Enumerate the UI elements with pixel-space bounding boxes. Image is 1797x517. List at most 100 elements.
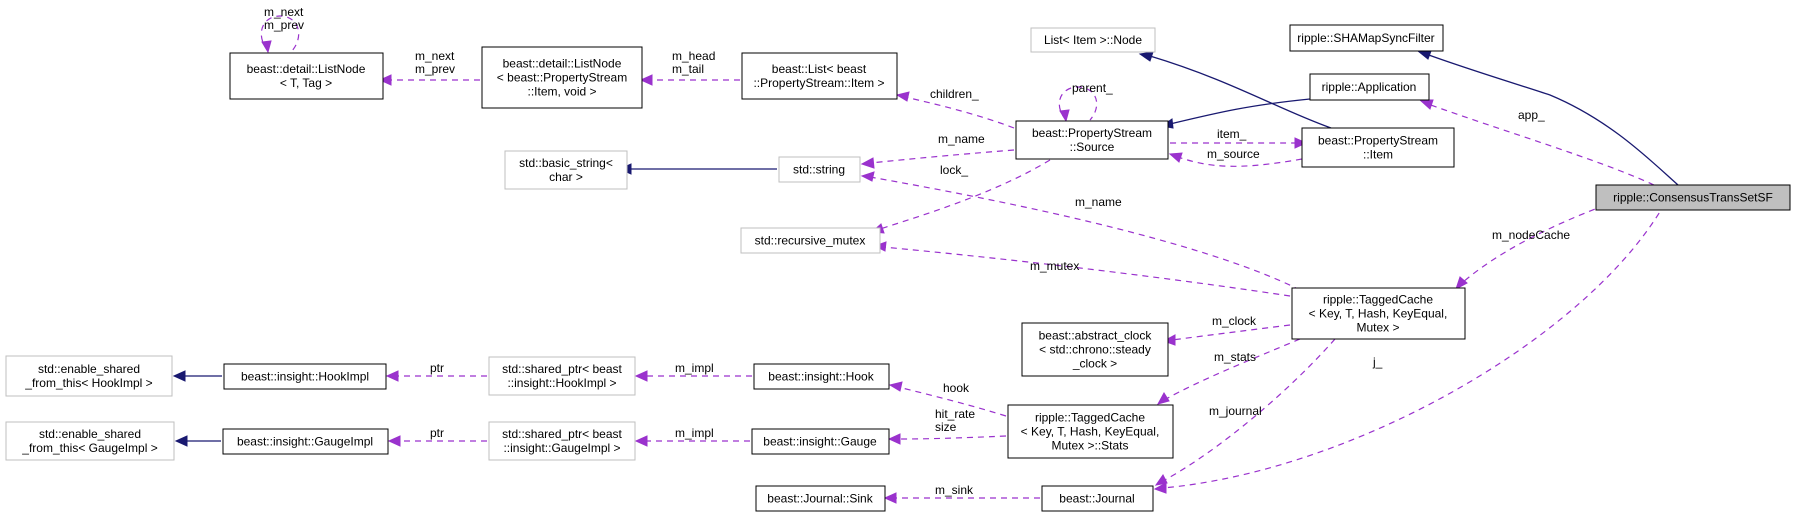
edge-label-hook-ptr: ptr	[430, 361, 444, 375]
text-line: j_	[1372, 355, 1383, 369]
edge-label-gauge-ptr: ptr	[430, 426, 444, 440]
text-line: ::PropertyStream::Item >	[753, 76, 884, 90]
node-list-node-t-tag[interactable]: beast::detail::ListNode< T, Tag >	[229, 52, 384, 100]
svg-text:std::basic_string<char >: std::basic_string<char >	[519, 156, 613, 184]
node-application[interactable]: ripple::Application	[1309, 73, 1430, 101]
node-shared-ptr-gauge[interactable]: std::shared_ptr< beast::insight::GaugeIm…	[488, 421, 636, 461]
text-line: ::Item	[1363, 148, 1393, 162]
svg-text:beast::detail::ListNode< T, Ta: beast::detail::ListNode< T, Tag >	[247, 62, 366, 90]
arrow-ps-name	[860, 157, 875, 169]
svg-text:beast::detail::ListNode< beast: beast::detail::ListNode< beast::Property…	[497, 57, 627, 99]
text-line: beast::Journal	[1059, 492, 1134, 506]
node-insight-hook[interactable]: beast::insight::Hook	[753, 363, 890, 390]
text-line: m_mutex	[1030, 259, 1079, 273]
edge-label-mutex: m_mutex	[1030, 259, 1079, 273]
node-hook-impl[interactable]: beast::insight::HookImpl	[223, 363, 387, 390]
text-line: Mutex >	[1356, 321, 1399, 335]
text-line: std::recursive_mutex	[755, 234, 866, 248]
svg-text:beast::insight::Gauge: beast::insight::Gauge	[763, 435, 877, 449]
edge-application-to-source	[1169, 98, 1311, 125]
arrow-journal-m	[1154, 474, 1168, 486]
edge-label-ps-name: m_name	[938, 132, 985, 146]
text-line: m_impl	[675, 426, 714, 440]
text-line: m_prev	[415, 62, 455, 76]
edge-consensus-to-taggedcache	[1461, 193, 1637, 284]
edge-stats-to-hook	[897, 386, 1007, 417]
node-gauge-impl[interactable]: beast::insight::GaugeImpl	[222, 428, 389, 455]
text-line: beast::insight::Hook	[768, 370, 874, 384]
node-enable-shared-gauge[interactable]: std::enable_shared_from_this< GaugeImpl …	[5, 421, 175, 461]
text-line: ripple::ConsensusTransSetSF	[1613, 191, 1773, 205]
node-shamap-sync-filter[interactable]: ripple::SHAMapSyncFilter	[1289, 24, 1444, 52]
edge-label-stats: m_stats	[1214, 350, 1256, 364]
svg-text:std::recursive_mutex: std::recursive_mutex	[755, 234, 866, 248]
text-line: ::insight::HookImpl >	[507, 376, 616, 390]
text-line: ptr	[430, 361, 444, 375]
edge-list-node-to-ps-item	[1149, 55, 1332, 129]
node-consensus-trans-set-sf[interactable]: ripple::ConsensusTransSetSF	[1595, 184, 1791, 211]
arrow-list-node	[1138, 51, 1154, 62]
text-line: m_journal	[1209, 404, 1262, 418]
text-line: ripple::TaggedCache	[1035, 411, 1145, 425]
node-shared-ptr-hook[interactable]: std::shared_ptr< beast::insight::HookImp…	[488, 356, 636, 396]
node-journal-sink[interactable]: beast::Journal::Sink	[755, 485, 886, 512]
node-ps-item[interactable]: beast::PropertyStream::Item	[1301, 127, 1455, 168]
text-line: m_next	[415, 49, 455, 63]
svg-text:ripple::Application: ripple::Application	[1322, 80, 1417, 94]
edge-stats-to-gauge	[896, 435, 1007, 440]
edge-consensus-to-application	[1427, 103, 1655, 186]
node-list-item-node[interactable]: List< Item >::Node	[1030, 27, 1156, 53]
text-line: < beast::PropertyStream	[497, 71, 627, 85]
node-recursive-mutex[interactable]: std::recursive_mutex	[740, 227, 881, 254]
edge-source-to-list	[904, 96, 1015, 129]
node-insight-gauge[interactable]: beast::insight::Gauge	[751, 428, 890, 455]
edge-label-sink: m_sink	[935, 483, 974, 497]
text-line: _from_this< GaugeImpl >	[21, 441, 157, 455]
arrow-enable-gauge	[174, 435, 188, 447]
node-enable-shared-hook[interactable]: std::enable_shared_from_this< HookImpl >	[5, 355, 173, 397]
text-line: beast::insight::Gauge	[763, 435, 877, 449]
svg-text:beast::insight::GaugeImpl: beast::insight::GaugeImpl	[237, 435, 373, 449]
node-list-node-item-void[interactable]: beast::detail::ListNode< beast::Property…	[481, 46, 643, 109]
edge-label-parent: parent_	[1072, 81, 1113, 95]
text-line: m_tail	[672, 62, 704, 76]
edge-consensus-to-journal	[1162, 193, 1671, 489]
text-line: m_impl	[675, 361, 714, 375]
svg-text:List< Item >::Node: List< Item >::Node	[1044, 33, 1142, 47]
text-line: m_name	[1075, 195, 1122, 209]
node-tagged-cache[interactable]: ripple::TaggedCache< Key, T, Hash, KeyEq…	[1291, 287, 1466, 340]
edge-label-journal-j: j_	[1372, 355, 1383, 369]
node-abstract-clock[interactable]: beast::abstract_clock< std::chrono::stea…	[1021, 322, 1169, 377]
node-list-item[interactable]: beast::List< beast::PropertyStream::Item…	[741, 52, 898, 100]
text-line: std::enable_shared	[38, 362, 140, 376]
node-basic-string[interactable]: std::basic_string<char >	[504, 150, 628, 190]
text-line: std::basic_string<	[519, 156, 613, 170]
edge-label-source: m_source	[1207, 147, 1260, 161]
text-line: m_prev	[264, 18, 304, 32]
text-line: m_head	[672, 49, 715, 63]
arrow-list	[639, 74, 653, 86]
text-line: beast::abstract_clock	[1039, 329, 1153, 343]
text-line: ptr	[430, 426, 444, 440]
arrow-sink	[883, 492, 897, 504]
text-line: size	[935, 420, 957, 434]
text-line: m_nodeCache	[1492, 228, 1570, 242]
text-line: beast::detail::ListNode	[247, 62, 366, 76]
node-tagged-cache-stats[interactable]: ripple::TaggedCache< Key, T, Hash, KeyEq…	[1007, 404, 1174, 459]
text-line: m_next	[264, 5, 304, 19]
edge-label-hook: hook	[943, 381, 970, 395]
svg-text:std::string: std::string	[793, 163, 845, 177]
arrow-gauge-impl	[634, 435, 648, 447]
svg-text:std::shared_ptr< beast::insigh: std::shared_ptr< beast::insight::HookImp…	[502, 362, 622, 390]
node-journal[interactable]: beast::Journal	[1041, 485, 1154, 512]
svg-text:beast::Journal: beast::Journal	[1059, 492, 1134, 506]
edge-label-clock: m_clock	[1212, 314, 1257, 328]
text-line: ::Item, void >	[527, 85, 596, 99]
node-ps-source[interactable]: beast::PropertyStream::Source	[1015, 120, 1169, 160]
text-line: ::insight::GaugeImpl >	[503, 441, 620, 455]
text-line: _clock >	[1072, 357, 1117, 371]
arrow-app	[1418, 99, 1434, 110]
edge-taggedcache-to-journal	[1162, 338, 1336, 482]
text-line: std::string	[793, 163, 845, 177]
node-std-string[interactable]: std::string	[778, 156, 861, 183]
